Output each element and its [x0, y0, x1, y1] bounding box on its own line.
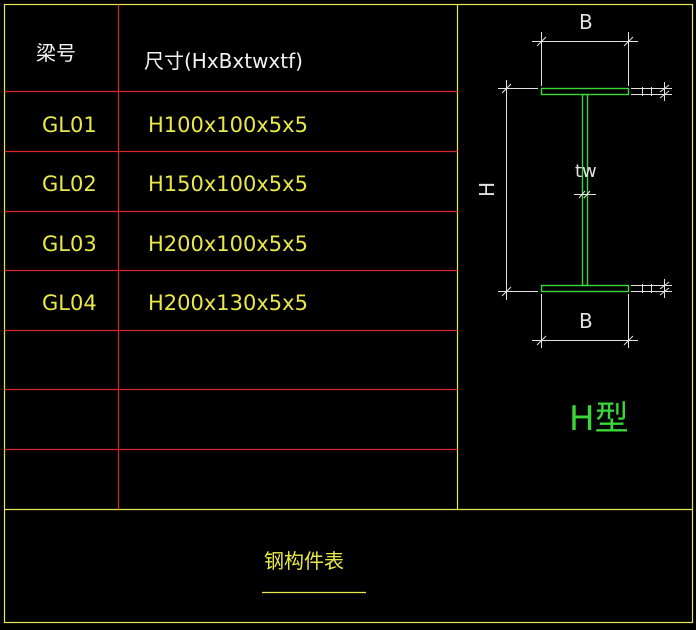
web-thickness-label: tw: [575, 161, 597, 182]
outer-frame: [3, 3, 694, 624]
row-1-beam-id: GL01: [42, 113, 97, 137]
header-beam-number: 梁号: [36, 41, 76, 65]
height-label: H: [475, 182, 499, 197]
table-title: 钢构件表: [264, 549, 344, 573]
row-3-beam-id: GL03: [42, 232, 97, 256]
web-tick-right: [583, 190, 591, 199]
dimension-lines: [498, 32, 672, 348]
web: [581, 93, 589, 287]
top-width-tick-left: [536, 36, 547, 47]
top-flange: [540, 87, 630, 96]
row-1-size: H100x100x5x5: [148, 113, 308, 137]
top-width-tick-right: [623, 36, 634, 47]
top-flange-thickness-tick-1: [659, 84, 670, 93]
bottom-width-tick-right: [623, 335, 634, 346]
top-flange-thickness-tick-2: [659, 90, 670, 99]
height-tick-top: [501, 83, 512, 94]
row-3-size: H200x100x5x5: [148, 232, 308, 256]
drawing-frame: [3, 3, 694, 624]
bottom-flange: [540, 284, 630, 293]
bottom-width-tick-left: [536, 335, 547, 346]
bottom-width-label: B: [579, 309, 593, 333]
row-2-beam-id: GL02: [42, 172, 97, 196]
bottom-flange-thickness-tick-2: [659, 287, 670, 296]
bottom-flange-thickness-tick-1: [659, 281, 670, 290]
section-type-label: H型: [569, 399, 629, 439]
top-width-label: B: [579, 10, 593, 34]
h-section-shape: [540, 87, 630, 293]
row-2-size: H150x100x5x5: [148, 172, 308, 196]
row-4-size: H200x130x5x5: [148, 291, 308, 315]
web-tick-left: [578, 190, 586, 199]
height-tick-bottom: [501, 286, 512, 297]
row-4-beam-id: GL04: [42, 291, 97, 315]
header-size: 尺寸(HxBxtwxtf): [144, 49, 303, 73]
table-grid: [4, 4, 458, 510]
